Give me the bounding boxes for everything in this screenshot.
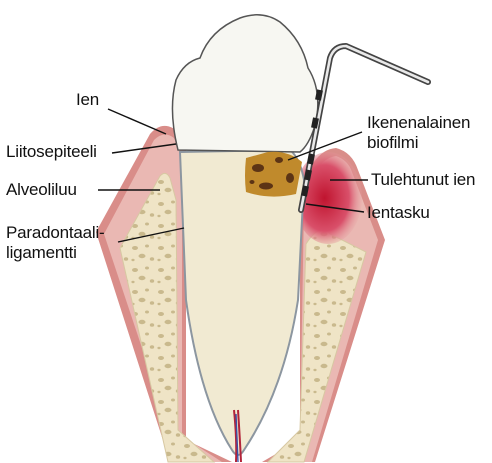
label-tulehtunut-ien: Tulehtunut ien	[371, 171, 475, 189]
label-alveoliluu: Alveoliluu	[6, 181, 77, 199]
tooth-crown	[172, 15, 317, 152]
label-liitosepiteeli: Liitosepiteeli	[6, 143, 97, 161]
label-ien: Ien	[76, 91, 99, 109]
label-paradontaali-1: Paradontaali-	[6, 224, 105, 242]
tooth-root	[180, 150, 304, 462]
label-ikenenalainen-1: Ikenenalainen	[367, 114, 470, 132]
leader-ien	[108, 109, 166, 134]
label-paradontaali-2: ligamentti	[6, 244, 77, 262]
label-ikenenalainen-2: biofilmi	[367, 134, 418, 152]
label-ientasku: Ientasku	[367, 204, 430, 222]
